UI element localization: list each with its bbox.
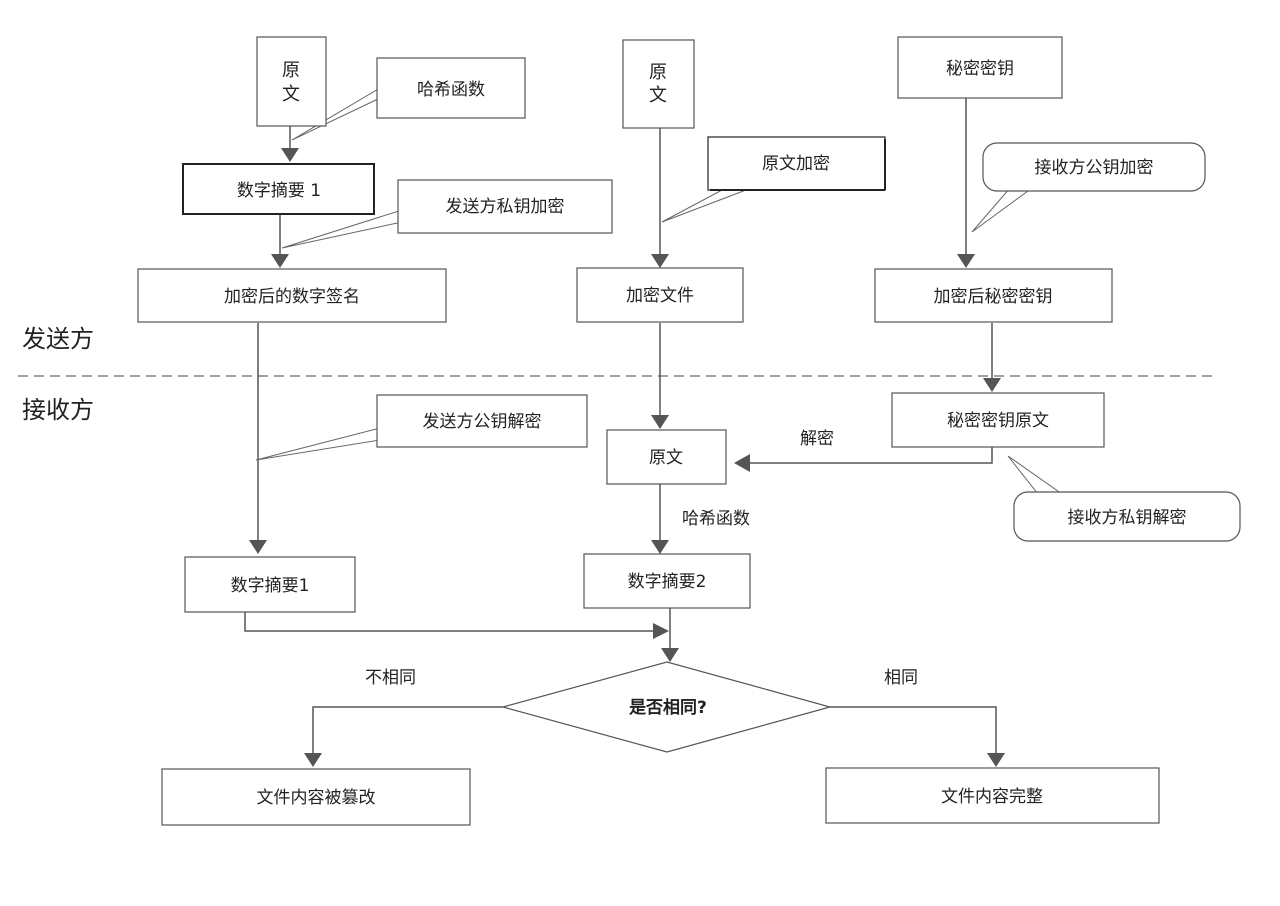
hash-function-callout: 哈希函数 <box>376 57 526 119</box>
hash-function-recv-label: 哈希函数 <box>682 509 750 529</box>
receiver-public-encrypt-callout: 接收方公钥加密 <box>982 142 1206 192</box>
svg-text:文件内容完整: 文件内容完整 <box>941 787 1043 807</box>
key-plaintext-box: 秘密密钥原文 <box>891 392 1105 448</box>
svg-text:是否相同?: 是否相同? <box>629 697 707 718</box>
tampered-result-box: 文件内容被篡改 <box>161 768 471 826</box>
intact-result-box: 文件内容完整 <box>825 767 1160 824</box>
svg-text:秘密密钥原文: 秘密密钥原文 <box>947 411 1049 431</box>
callout-pointers <box>255 87 1064 495</box>
receiver-private-decrypt-callout: 接收方私钥解密 <box>1013 491 1241 542</box>
signed-digest-box: 加密后的数字签名 <box>137 268 447 323</box>
svg-text:文件内容被篡改: 文件内容被篡改 <box>257 787 376 808</box>
digest-1-sender-box: 数字摘要 1 <box>182 163 375 215</box>
not-same-label: 不相同 <box>365 668 416 688</box>
svg-text:文: 文 <box>282 84 300 105</box>
digest-1-recv-box: 数字摘要1 <box>184 556 356 613</box>
svg-text:秘密密钥: 秘密密钥 <box>946 59 1014 79</box>
same-label: 相同 <box>884 668 918 688</box>
encrypted-key-box: 加密后秘密密钥 <box>874 268 1113 323</box>
decrypt-label: 解密 <box>800 429 834 449</box>
svg-text:发送方私钥加密: 发送方私钥加密 <box>446 197 565 217</box>
sender-private-encrypt-callout: 发送方私钥加密 <box>397 179 613 234</box>
sender-section-label: 发送方 <box>22 325 94 353</box>
plaintext-box-2: 原 文 <box>622 39 695 129</box>
svg-text:原: 原 <box>282 60 300 81</box>
digest-2-box: 数字摘要2 <box>583 553 751 609</box>
receiver-section-label: 接收方 <box>22 396 94 424</box>
svg-text:发送方公钥解密: 发送方公钥解密 <box>423 412 542 432</box>
svg-text:数字摘要 1: 数字摘要 1 <box>237 181 321 201</box>
encrypted-file-box: 加密文件 <box>576 267 744 323</box>
plaintext-box-1: 原 文 <box>256 36 327 127</box>
svg-text:文: 文 <box>649 85 667 106</box>
svg-text:加密文件: 加密文件 <box>626 286 694 306</box>
svg-text:数字摘要1: 数字摘要1 <box>231 576 310 596</box>
secret-key-box: 秘密密钥 <box>897 36 1063 99</box>
svg-text:接收方公钥加密: 接收方公钥加密 <box>1035 158 1154 178</box>
svg-text:加密后的数字签名: 加密后的数字签名 <box>224 287 360 307</box>
svg-text:加密后秘密密钥: 加密后秘密密钥 <box>934 287 1053 307</box>
svg-text:接收方私钥解密: 接收方私钥解密 <box>1068 508 1187 528</box>
plaintext-recv-box: 原文 <box>606 429 727 485</box>
plaintext-encrypt-callout: 原文加密 <box>707 136 886 191</box>
svg-text:原文: 原文 <box>649 448 683 468</box>
connector-lines <box>244 98 997 755</box>
svg-text:原: 原 <box>649 62 667 83</box>
svg-text:哈希函数: 哈希函数 <box>417 80 485 100</box>
arrowheads <box>249 148 1005 767</box>
sender-public-decrypt-callout: 发送方公钥解密 <box>376 394 588 448</box>
decision-diamond: 是否相同? <box>500 661 833 753</box>
svg-text:原文加密: 原文加密 <box>762 154 830 174</box>
svg-text:数字摘要2: 数字摘要2 <box>628 572 707 592</box>
